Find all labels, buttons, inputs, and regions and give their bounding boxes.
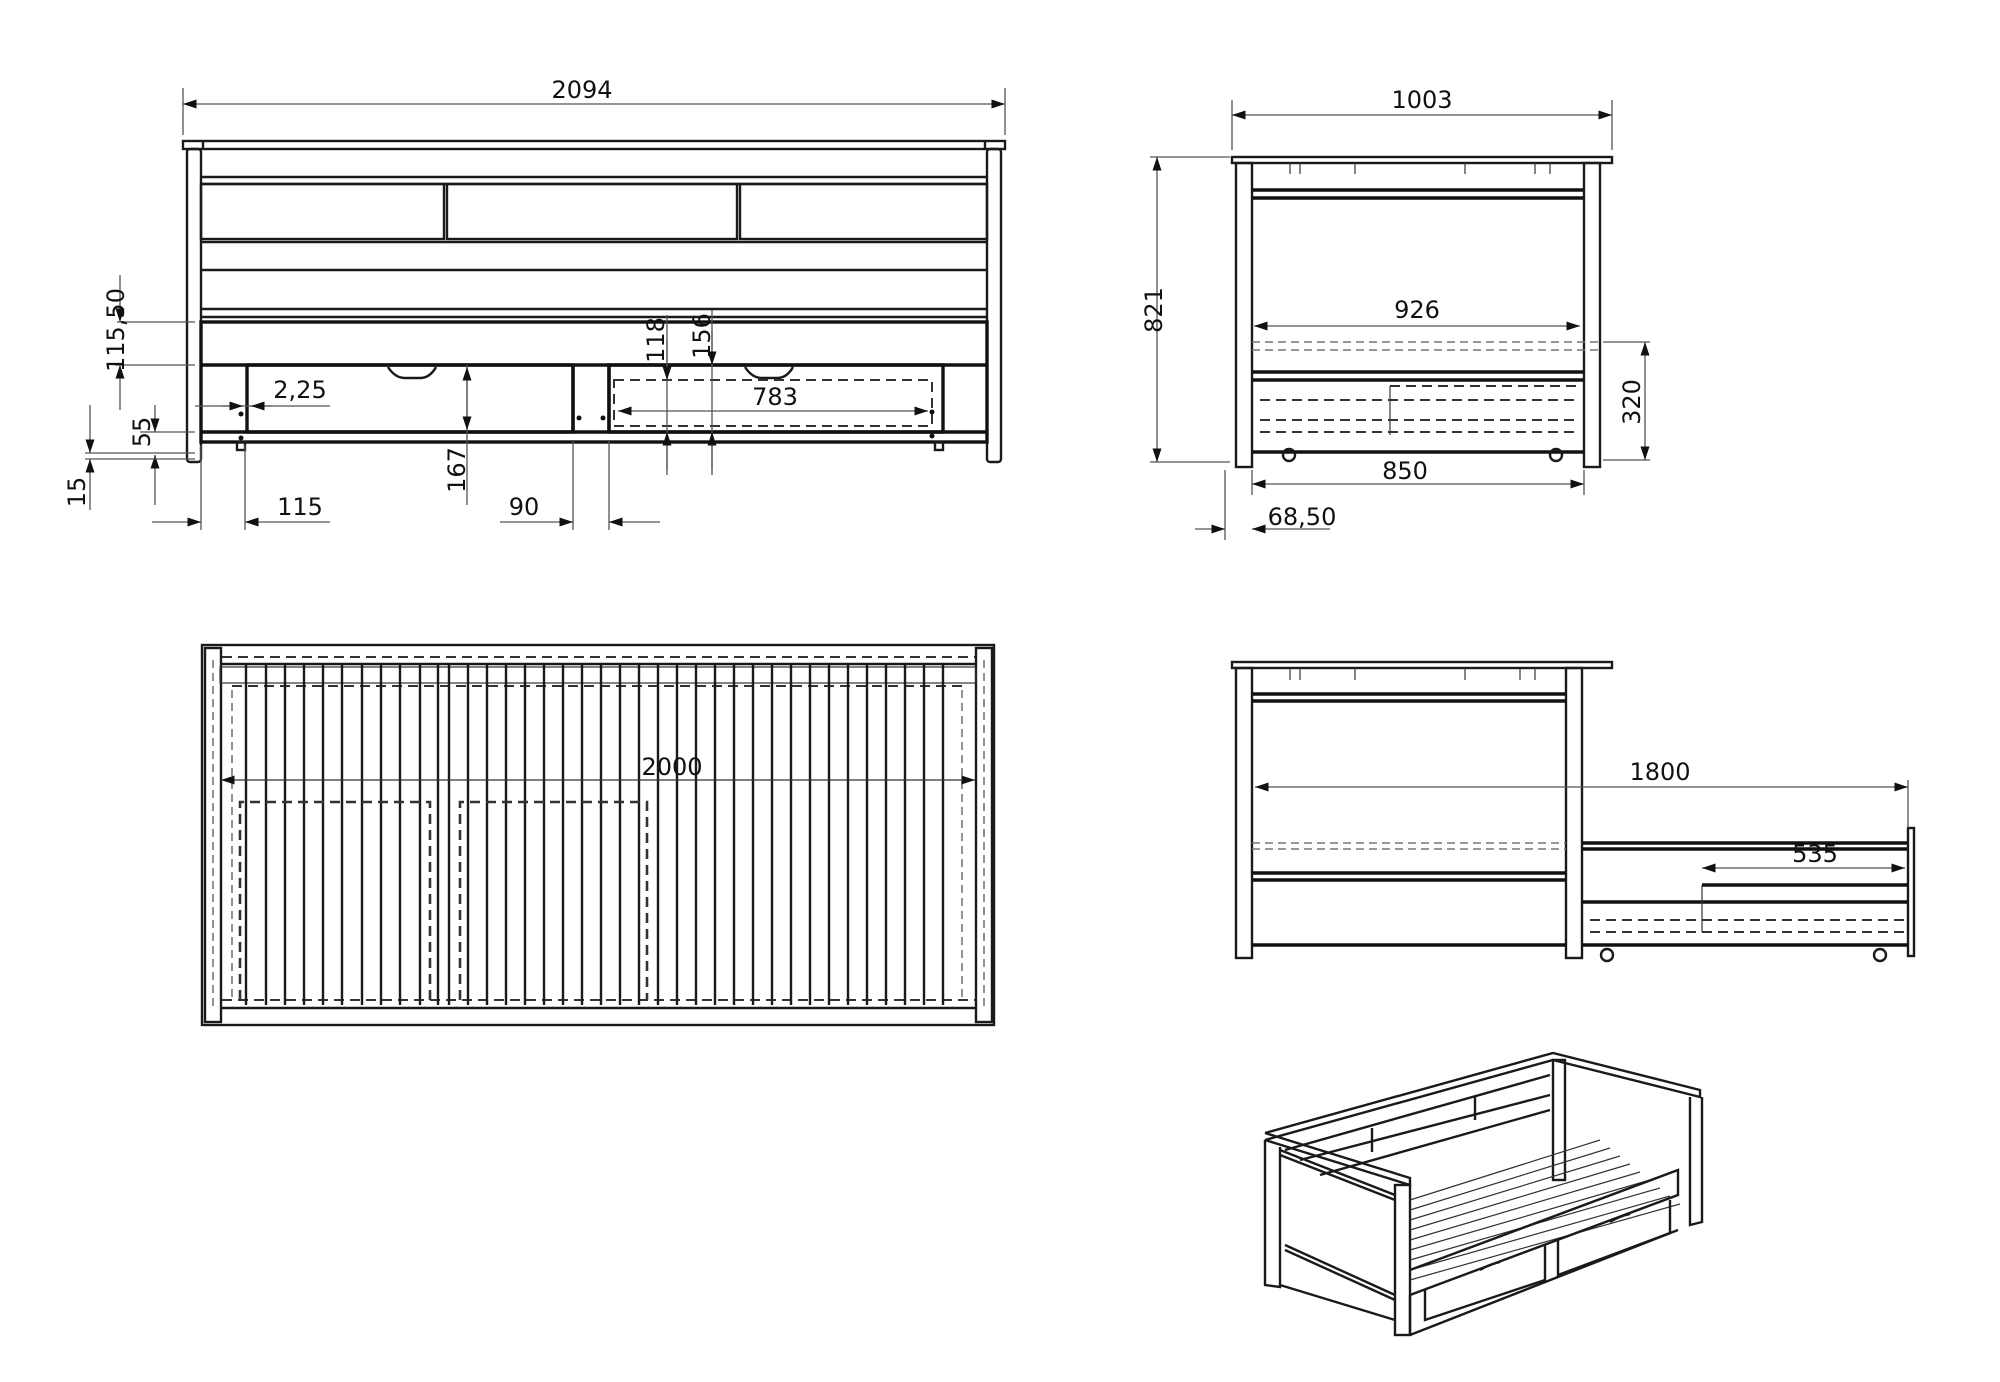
top-view: 2000 (200, 643, 996, 1027)
dim-drawer-depth: 850 (1382, 457, 1428, 485)
dim-mattress-length: 2000 (641, 753, 702, 781)
dim-top-rail: 115,50 (102, 288, 130, 372)
side-view-extended: 1800 535 (1230, 660, 1916, 963)
dim-drawer-inner-top: 118 (642, 317, 670, 363)
dim-drawer-extension: 535 (1792, 840, 1838, 868)
dim-side-offset: 115 (277, 493, 323, 521)
side-view: 1003 821 926 320 850 68,50 (1140, 86, 1650, 540)
dim-drawer-height: 320 (1618, 379, 1646, 425)
dim-drawer-inner-width: 783 (752, 383, 798, 411)
dim-panel-gap: 2,25 (273, 376, 326, 404)
slats (244, 665, 945, 1005)
dim-drawer-height: 167 (443, 447, 471, 493)
isometric-view (1263, 1051, 1704, 1337)
dim-extended-depth: 1800 (1629, 758, 1690, 786)
dim-overall-depth: 1003 (1391, 86, 1452, 114)
dim-inner-depth: 926 (1394, 296, 1440, 324)
dim-center-divider: 90 (509, 493, 540, 521)
dim-lower-rail: 55 (128, 417, 156, 448)
dim-drawer-outer-top: 156 (688, 313, 716, 359)
dim-overall-height: 821 (1140, 287, 1168, 333)
dim-leg-offset: 68,50 (1268, 503, 1337, 531)
dim-overall-width: 2094 (551, 76, 612, 104)
dim-foot-clearance: 15 (63, 477, 91, 508)
front-view: 2094 115,50 55 15 2,25 115 90 167 118 15… (63, 76, 1007, 530)
